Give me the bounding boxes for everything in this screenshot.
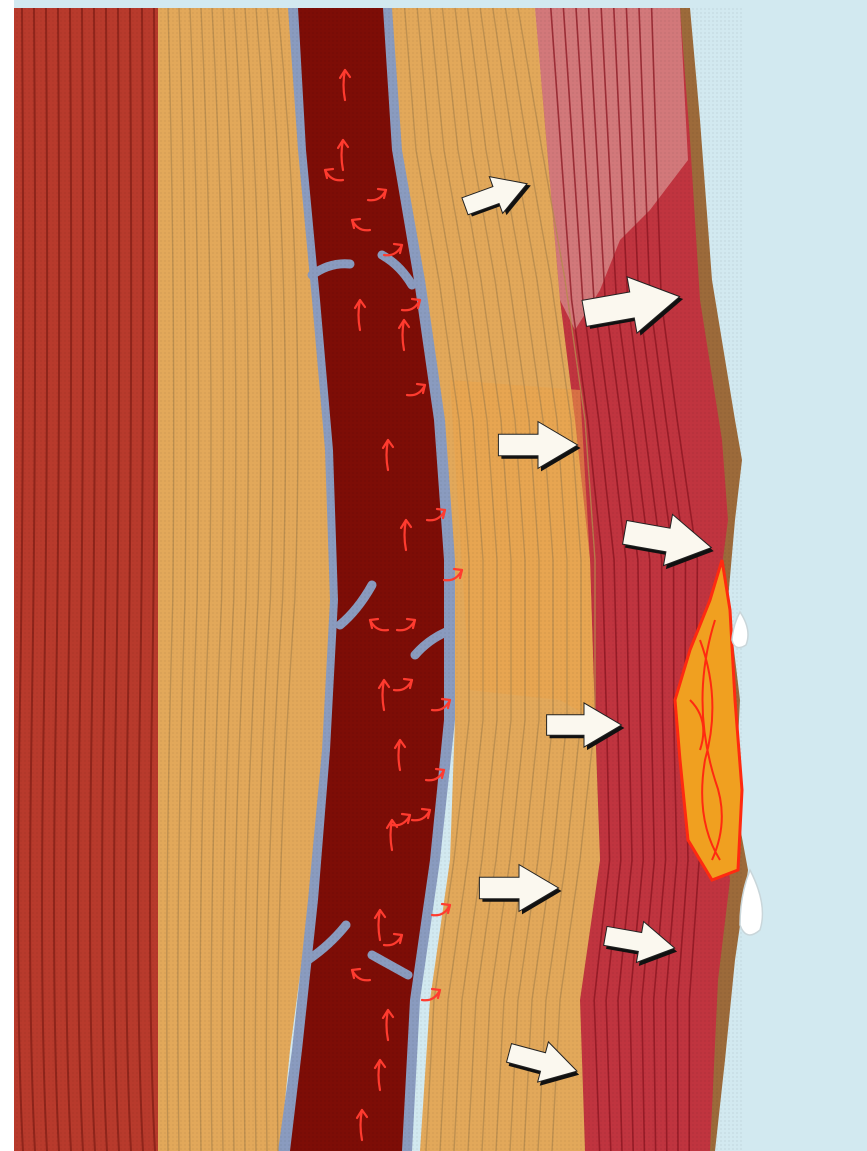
frame-white [0,0,14,1151]
dot-texture [14,8,744,1151]
